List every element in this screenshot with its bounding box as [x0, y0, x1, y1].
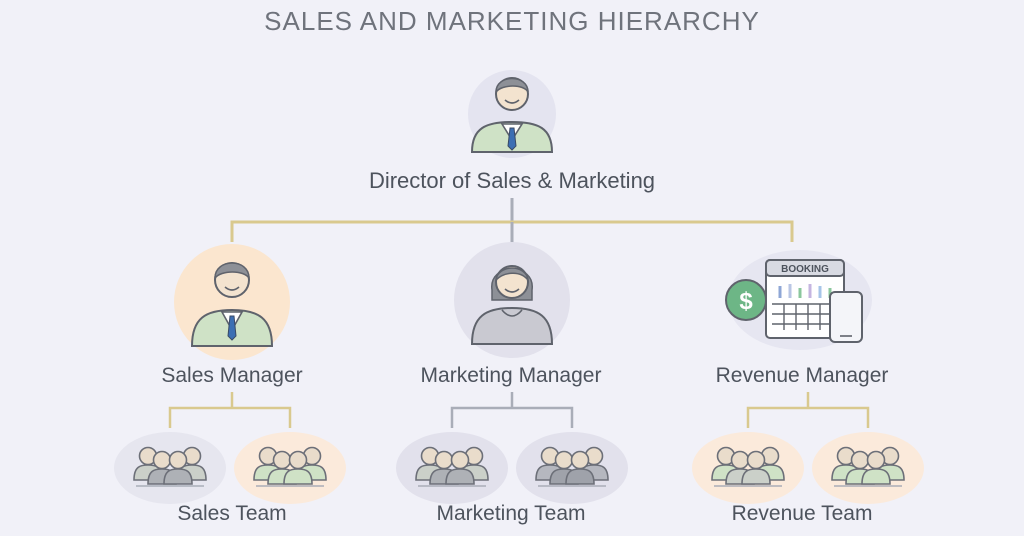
director-icon [468, 70, 556, 158]
phone-icon [829, 291, 863, 343]
calendar-bars [778, 284, 832, 298]
revenue-manager-icon: BOOKING [725, 250, 872, 350]
money-coin-icon: $ [725, 279, 767, 321]
marketing-team-connector [450, 392, 574, 428]
marketing-team-group-a-icon [396, 432, 508, 504]
booking-label: BOOKING [781, 264, 829, 275]
sales-team-connector [168, 392, 292, 428]
revenue-team-label: Revenue Team [731, 502, 873, 525]
marketing-team-group-b-icon [516, 432, 628, 504]
sales-team-group-b-icon [234, 432, 346, 504]
director-connectors [230, 198, 794, 246]
sales-team-label: Sales Team [177, 502, 287, 525]
team-connectors [168, 392, 870, 428]
sales-manager-icon [174, 244, 290, 360]
revenue-manager-label: Revenue Manager [715, 364, 889, 387]
marketing-manager-icon [454, 242, 570, 358]
chart-title: SALES AND MARKETING HIERARCHY [264, 6, 760, 36]
revenue-team-group-a-icon [692, 432, 804, 504]
sales-team-group-a-icon [114, 432, 226, 504]
revenue-team-group-b-icon [812, 432, 924, 504]
revenue-team-connector [746, 392, 870, 428]
director-label: Director of Sales & Marketing [368, 168, 656, 193]
marketing-team-label: Marketing Team [436, 502, 586, 525]
currency-symbol: $ [739, 288, 753, 315]
marketing-manager-label: Marketing Manager [420, 364, 602, 387]
sales-manager-label: Sales Manager [161, 364, 303, 387]
